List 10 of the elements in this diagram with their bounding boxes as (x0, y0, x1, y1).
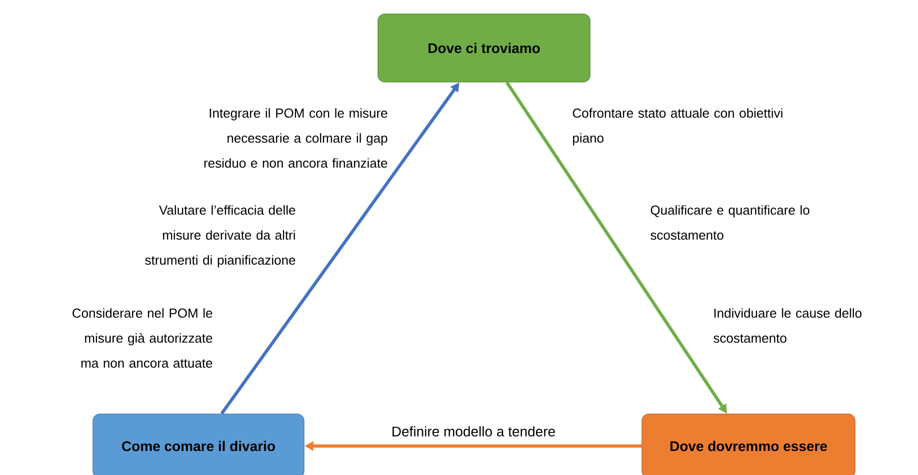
note-text: Valutare l’efficacia delle misure derivate da altri strumenti di pianificazione (145, 205, 296, 268)
edge-label: Definire modello a tendere (392, 426, 555, 436)
note-text: Qualificare e quantificare lo scostamento (650, 205, 810, 240)
process-box: Come comare il divario (92, 414, 304, 475)
note-text: Considerare nel POM le misure già autorizzate ma non ancora attuate (72, 308, 212, 368)
process-box: Dove dovremmo essere (642, 414, 856, 475)
note-text: Integrare il POM con le misure necessarie a colmare il gap residuo e non ancora finanziate (204, 108, 388, 168)
note-text: Cofrontare stato attuale con obiettivi piano (572, 108, 782, 146)
process-box: Dove ci troviamo (378, 14, 590, 82)
note-text: Individuare le cause dello scostamento (714, 308, 862, 343)
